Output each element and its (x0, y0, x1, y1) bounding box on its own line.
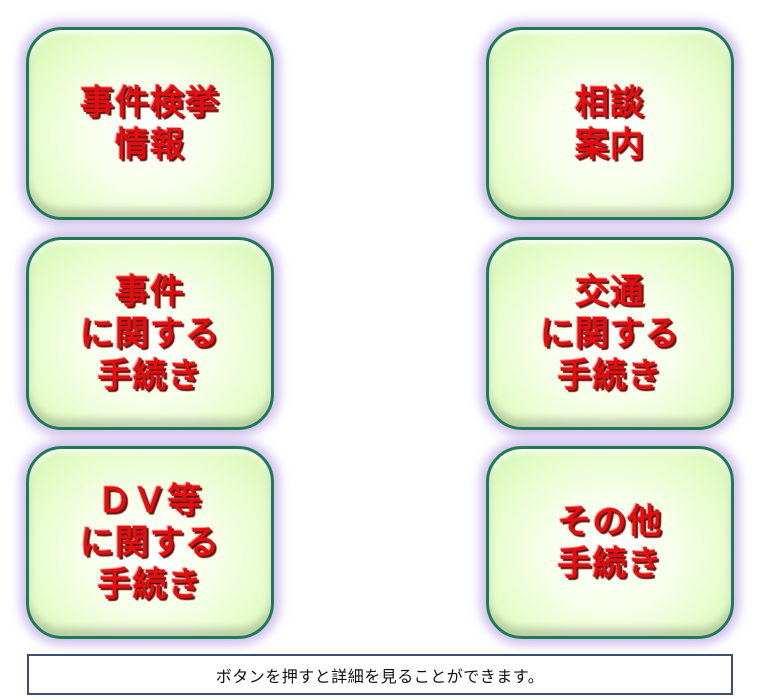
traffic-procedures-button[interactable]: 交通 に関する 手続き (486, 237, 734, 430)
incident-procedures-label: 事件 に関する 手続き (80, 271, 220, 396)
menu-grid: 事件検挙 情報 相談 案内 事件 に関する 手続き 交通 に関する 手続き ＤＶ… (26, 27, 734, 639)
other-procedures-button[interactable]: その他 手続き (486, 446, 734, 639)
instruction-notice: ボタンを押すと詳細を見ることができます。 (27, 654, 733, 695)
other-procedures-label: その他 手続き (557, 501, 663, 584)
consultation-label: 相談 案内 (575, 82, 645, 165)
dv-procedures-button[interactable]: ＤＶ等 に関する 手続き (26, 446, 274, 639)
traffic-procedures-label: 交通 に関する 手続き (540, 271, 680, 396)
arrest-info-button[interactable]: 事件検挙 情報 (26, 27, 274, 220)
instruction-text: ボタンを押すと詳細を見ることができます。 (215, 666, 545, 686)
dv-procedures-label: ＤＶ等 に関する 手続き (80, 480, 220, 605)
consultation-button[interactable]: 相談 案内 (486, 27, 734, 220)
incident-procedures-button[interactable]: 事件 に関する 手続き (26, 237, 274, 430)
arrest-info-label: 事件検挙 情報 (80, 82, 220, 165)
